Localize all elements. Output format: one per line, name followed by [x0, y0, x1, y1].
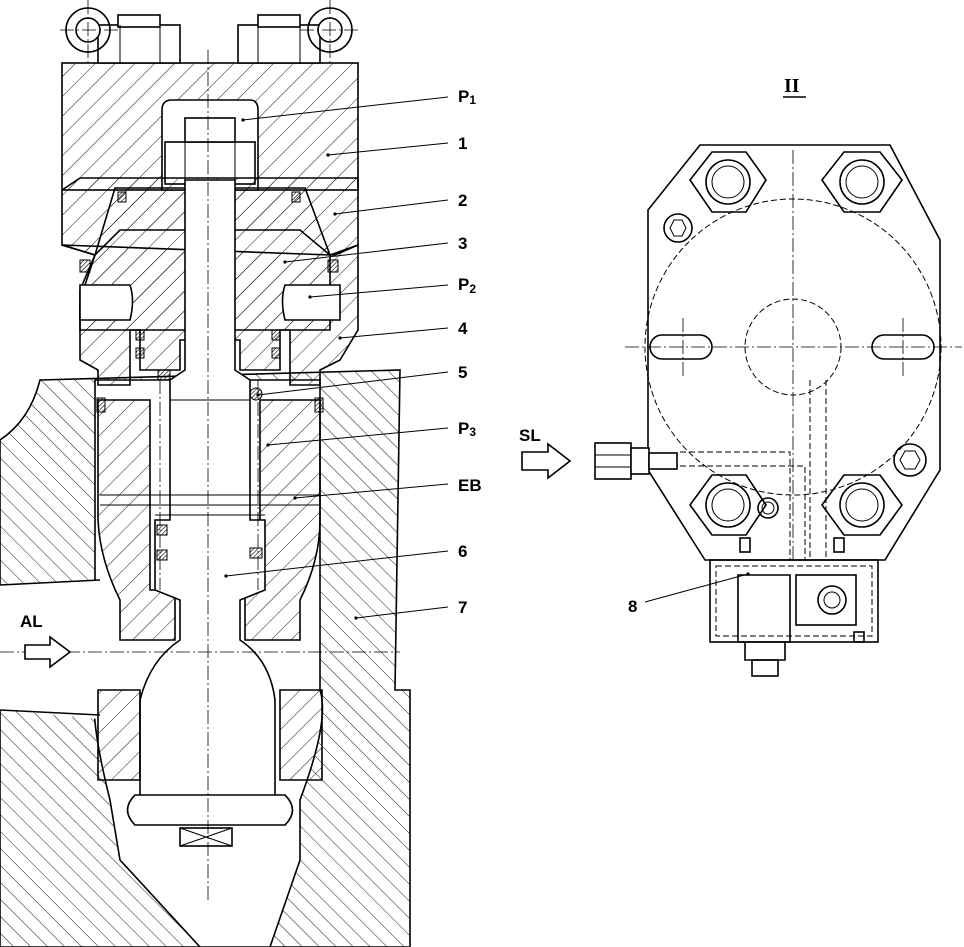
label-5: 5 — [458, 363, 467, 382]
label-sl: SL — [519, 426, 541, 445]
seals — [79, 191, 339, 561]
label-3: 3 — [458, 234, 467, 253]
view-ii — [521, 144, 962, 677]
label-1: 1 — [458, 134, 467, 153]
valve-block-8 — [709, 537, 879, 677]
leader-lines — [224, 96, 750, 620]
label-p2: P2 — [458, 275, 476, 296]
sl-inlet-arrow — [521, 442, 572, 480]
label-al: AL — [20, 612, 43, 631]
label-4: 4 — [458, 319, 468, 338]
label-p3: P3 — [458, 419, 476, 439]
label-6: 6 — [458, 542, 467, 561]
al-inlet-arrow — [24, 635, 72, 669]
view-title: II — [784, 75, 800, 97]
label-eb: EB — [458, 476, 482, 495]
cage — [97, 689, 141, 781]
sl-fitting — [594, 442, 678, 480]
sectional-view — [0, 0, 411, 947]
top-bolts — [65, 7, 353, 64]
label-8: 8 — [628, 597, 637, 616]
view-bolts — [663, 151, 927, 536]
labels: P1 1 2 3 P2 4 5 P3 EB 6 7 AL SL 8 II — [20, 75, 806, 631]
label-7: 7 — [458, 598, 467, 617]
label-p1: P1 — [458, 87, 476, 107]
label-2: 2 — [458, 191, 467, 210]
flange-plate — [647, 144, 941, 561]
